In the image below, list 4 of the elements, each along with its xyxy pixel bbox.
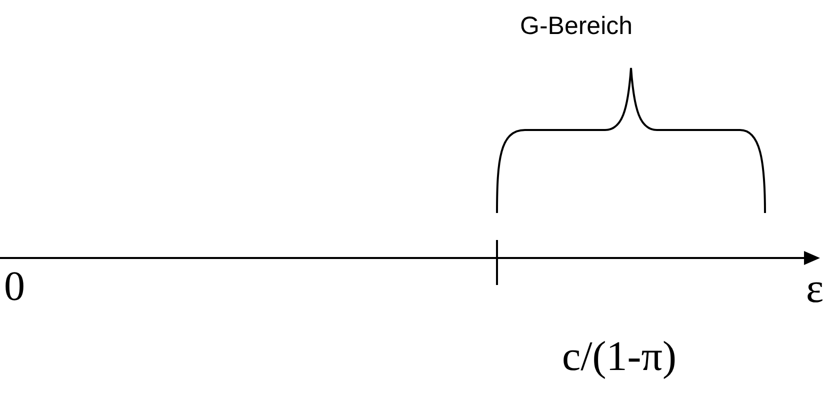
origin-label: 0 <box>4 266 25 308</box>
threshold-label: c/(1-π) <box>562 336 676 378</box>
axis-label: ε <box>806 268 824 310</box>
range-label: G-Bereich <box>520 14 633 39</box>
